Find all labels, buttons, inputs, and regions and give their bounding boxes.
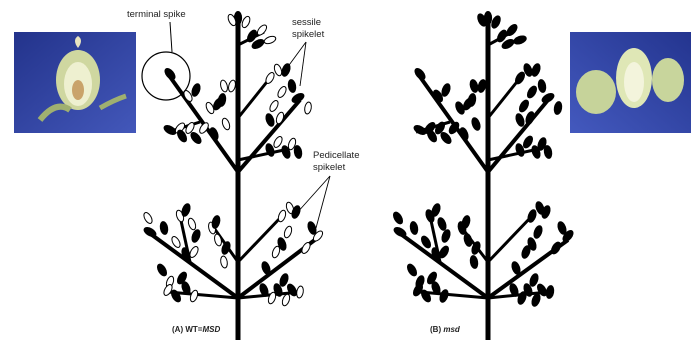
sessile-spikelet xyxy=(291,92,306,105)
panel-a-label: (A) WT=MSD xyxy=(172,325,220,334)
pedicellate-spikelet xyxy=(170,235,182,249)
sessile-spikelet xyxy=(545,285,554,299)
pedicellate-spikelet xyxy=(241,15,252,29)
sessile-spikelet xyxy=(463,233,473,247)
sessile-label-line1: sessile xyxy=(292,17,321,28)
primary-branch xyxy=(238,78,270,118)
pedicellate-spikelet xyxy=(272,135,284,149)
sessile-spikelet xyxy=(180,203,191,218)
sessile-spikelet xyxy=(518,99,531,114)
sessile-spikelet xyxy=(430,203,441,218)
sessile-spikelet xyxy=(293,145,302,159)
pedicellate-label-line1: Pedicellate xyxy=(313,150,359,161)
sessile-spikelet xyxy=(159,221,168,235)
sessile-spikelet xyxy=(470,117,481,132)
pedicellate-spikelet xyxy=(220,256,228,269)
pedicellate-spikelet xyxy=(304,102,312,115)
sessile-spikelet xyxy=(524,111,535,126)
sessile-spikelet xyxy=(541,92,556,105)
sessile-spikelet xyxy=(163,67,177,82)
panel-b-label: (B) msd xyxy=(430,325,461,334)
primary-branch xyxy=(238,150,284,160)
sessile-spikelet xyxy=(510,261,521,276)
sessile-spikelet xyxy=(156,263,169,278)
pedicellate-spikelet xyxy=(227,79,236,92)
pedicellate-spikelet xyxy=(264,71,276,85)
sessile-spikelet xyxy=(458,127,469,142)
sessile-spikelet xyxy=(190,229,201,244)
sessile-spikelet xyxy=(532,225,543,240)
sessile-spikelet xyxy=(526,85,539,100)
sessile-spikelet xyxy=(217,93,226,107)
pedicellate-spikelet xyxy=(275,111,285,124)
sessile-spikelet xyxy=(260,261,271,276)
pedicellate-spikelet xyxy=(221,117,231,130)
sessile-spikelet xyxy=(469,79,479,93)
terminal-spike-callout: terminal spike xyxy=(127,9,190,100)
sessile-spikelet xyxy=(211,215,221,229)
sessile-spikelet xyxy=(264,113,275,128)
pedicellate-spikelet xyxy=(271,245,281,258)
pedicellate-label-line2: spikelet xyxy=(313,162,346,173)
terminal-spike-circle xyxy=(142,52,190,100)
sessile-spikelet xyxy=(306,221,317,236)
primary-branch xyxy=(488,100,548,172)
sessile-spikelet xyxy=(556,221,567,236)
primary-branch xyxy=(488,150,534,160)
sessile-label-line2: spikelet xyxy=(292,29,325,40)
pedicellate-spikelet xyxy=(263,35,276,45)
sessile-spikelet xyxy=(440,229,451,244)
sessile-spikelet xyxy=(530,63,541,78)
sessile-spikelet-callout: sessile spikelet xyxy=(284,17,325,86)
sessile-spikelet xyxy=(469,255,478,269)
spikelet-group-wild-type xyxy=(142,12,324,307)
pedicellate-spikelet xyxy=(300,241,312,255)
pedicellate-spikelet xyxy=(268,99,280,113)
pedicellate-spikelet xyxy=(219,79,228,92)
sessile-spikelet xyxy=(287,79,296,93)
pedicellate-spikelet xyxy=(187,217,197,230)
pedicellate-spikelet xyxy=(281,293,291,306)
sessile-spikelet xyxy=(526,209,537,224)
primary-branch xyxy=(238,100,300,172)
pedicellate-spikelet xyxy=(256,23,269,36)
spikelet-group-msd xyxy=(392,12,575,308)
sessile-spikelet xyxy=(409,221,418,235)
pedicellate-spikelet xyxy=(213,233,222,246)
pedicellate-spikelet xyxy=(142,211,154,225)
sessile-spikelet xyxy=(537,79,546,93)
sessile-spikelet xyxy=(461,215,471,229)
sessile-spikelet xyxy=(467,93,476,107)
sessile-spikelet xyxy=(553,101,562,115)
sessile-spikelet xyxy=(436,217,447,232)
sessile-spikelet xyxy=(513,34,528,45)
terminal-spike-leader xyxy=(170,22,172,52)
sessile-spikelet xyxy=(208,127,219,142)
sessile-spikelet xyxy=(406,263,419,278)
pedicellate-spikelet-callout: Pedicellate spikelet xyxy=(296,150,359,228)
pedicellate-spikelet xyxy=(283,225,293,238)
sessile-spikelet xyxy=(440,83,451,98)
terminal-spike-label: terminal spike xyxy=(127,9,186,20)
sessile-spikelet xyxy=(413,67,427,82)
sessile-spikelet xyxy=(520,245,531,260)
sessile-spikelet xyxy=(543,145,552,159)
sessile-spikelet xyxy=(392,211,405,226)
photo-msd-spikelet xyxy=(570,32,691,133)
pedicellate-spikelet xyxy=(188,245,200,259)
pedicellate-spikelet xyxy=(276,85,288,99)
pedicellate-spikelet xyxy=(296,286,304,299)
sessile-spikelet xyxy=(514,113,525,128)
primary-branch xyxy=(488,78,520,118)
pedicellate-spikelet xyxy=(277,209,287,222)
sessile-spikelet xyxy=(190,83,201,98)
photo-wt-spikelet xyxy=(14,32,136,133)
